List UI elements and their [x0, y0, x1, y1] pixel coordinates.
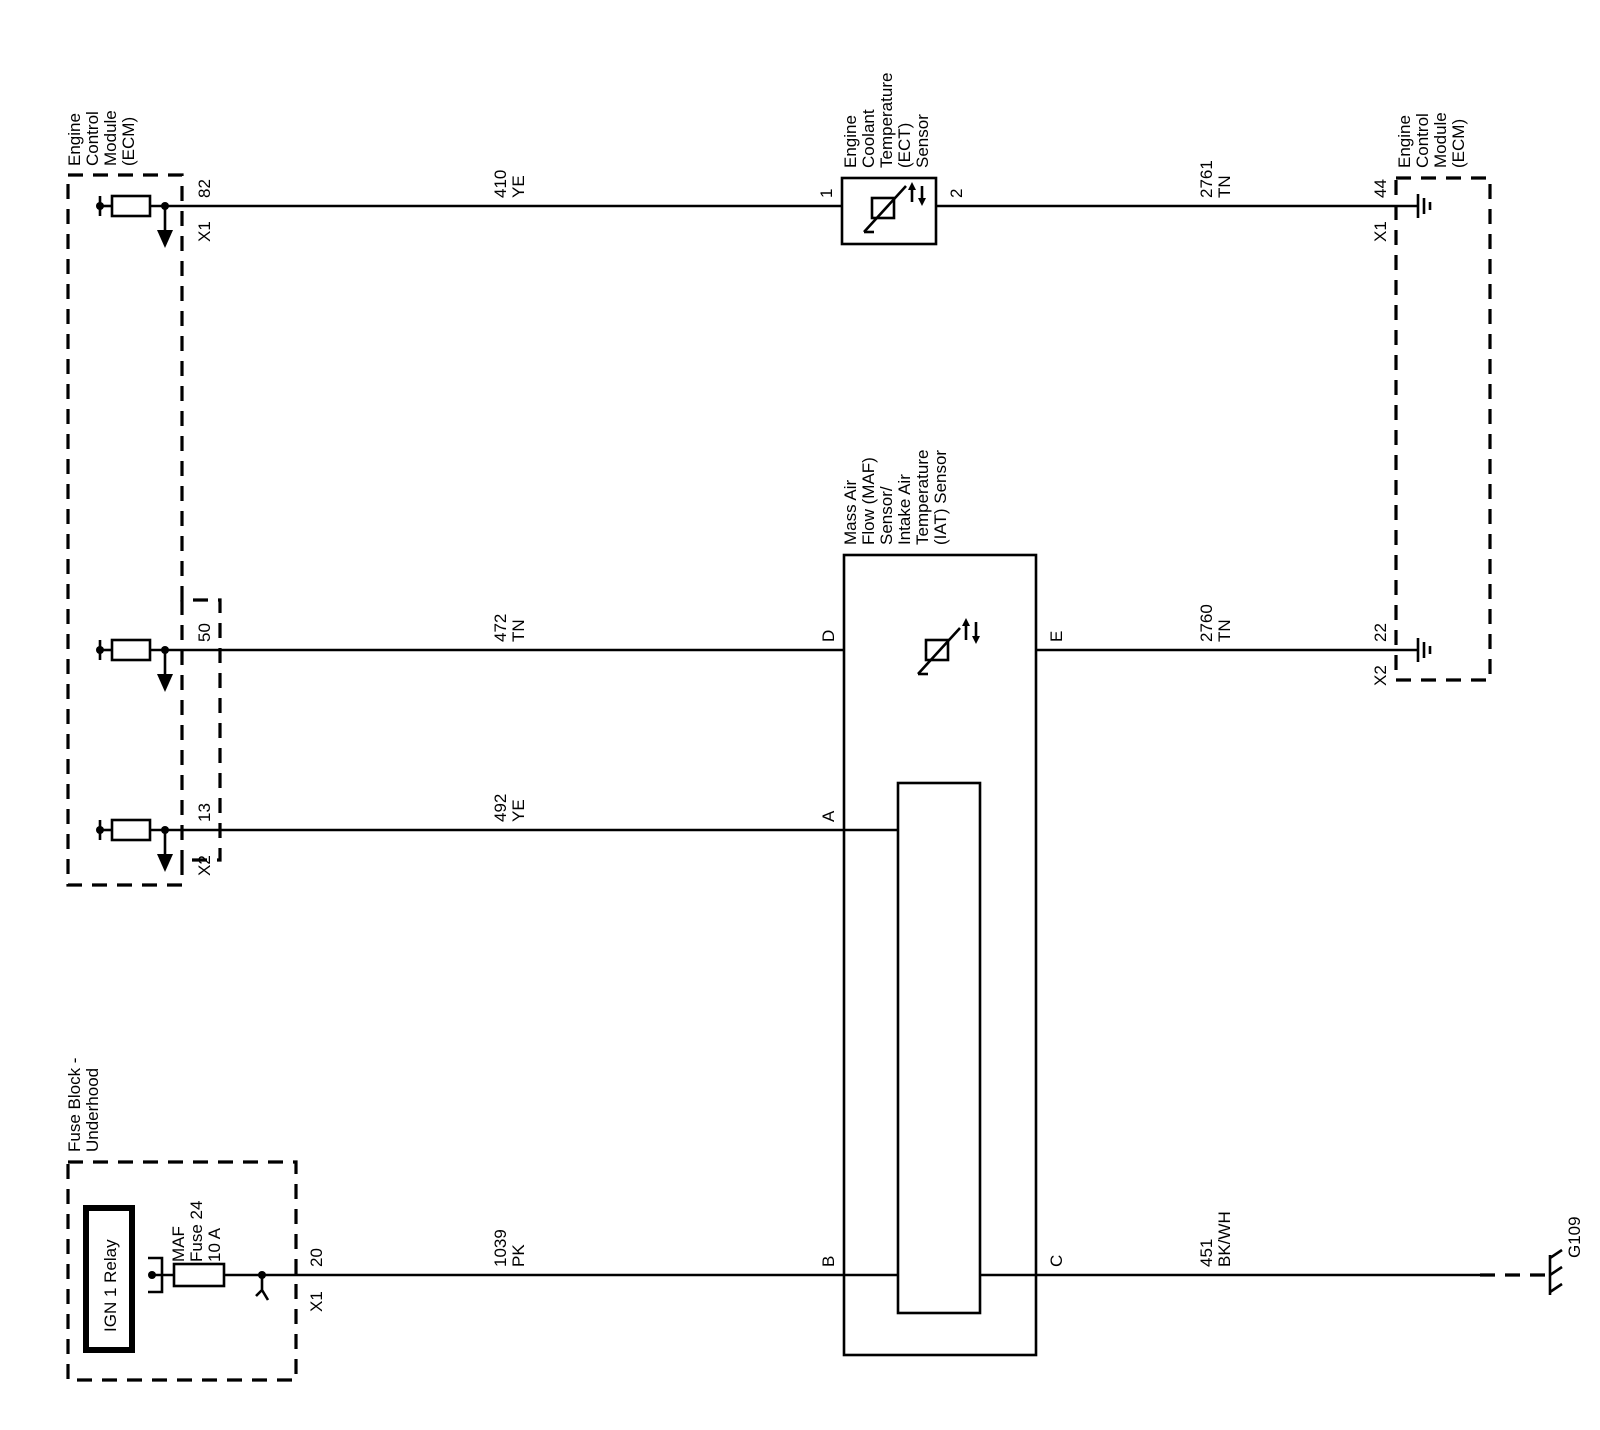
pin-maf-a: A: [819, 810, 838, 822]
wire-color-code: TN: [509, 619, 528, 642]
ign1-relay-label: IGN 1 Relay: [101, 1239, 120, 1332]
pin-ecm-r-44: 44: [1371, 179, 1390, 198]
ground-g109-label: G109: [1565, 1216, 1584, 1258]
ground-g109-symbol: [1548, 1248, 1563, 1295]
pin-maf-c: C: [1047, 1255, 1066, 1267]
wire-circuit-number: 2760: [1197, 604, 1216, 642]
wire-label-1039: 1039PK: [491, 1229, 528, 1267]
wire-circuit-number: 472: [491, 614, 510, 642]
pin-maf-b: B: [819, 1256, 838, 1267]
conn-ecm-x1: X1: [195, 221, 214, 242]
wire-label-410: 410YE: [491, 170, 528, 198]
pin-maf-d: D: [819, 630, 838, 642]
wire-circuit-number: 451: [1197, 1239, 1216, 1267]
wire-color-code: BK/WH: [1215, 1211, 1234, 1267]
ecm-pull-resistor-13: [96, 818, 182, 872]
pin-ect-2: 2: [947, 189, 966, 198]
wire-circuit-number: 492: [491, 794, 510, 822]
label-layer: EngineControlModule(ECM) EngineCoolantTem…: [65, 73, 1584, 1332]
ecm-pull-resistor-50: [96, 638, 182, 692]
wire-circuit-number: 410: [491, 170, 510, 198]
wire-color-code: YE: [509, 175, 528, 198]
wire-label-492: 492YE: [491, 794, 528, 822]
ecm-right-ground-22: [1396, 638, 1432, 662]
ecm-left-housing: [66, 173, 222, 887]
pin-ecm-82: 82: [195, 179, 214, 198]
wire-label-472: 472TN: [491, 614, 528, 642]
pin-ecm-50: 50: [195, 623, 214, 642]
wire-color-code: YE: [509, 799, 528, 822]
maf-iat-sensor-label: Mass AirFlow (MAF)Sensor/Intake AirTempe…: [841, 450, 950, 545]
ecm-right-housing: [1394, 176, 1492, 682]
maf-fuse-24: [148, 1256, 296, 1301]
ecm-right-label: EngineControlModule(ECM): [1395, 112, 1468, 168]
maf-iat-sensor-symbol: [842, 553, 1038, 1357]
pin-ecm-13: 13: [195, 803, 214, 822]
conn-ecm-r-x1: X1: [1371, 221, 1390, 242]
ign1-relay: [83, 1205, 135, 1353]
fuse-block-label: Fuse Block -Underhood: [65, 1058, 102, 1152]
pin-maf-e: E: [1047, 631, 1066, 642]
wire-circuit-number: 1039: [491, 1229, 510, 1267]
wire-label-2761: 2761TN: [1197, 160, 1234, 198]
ecm-left-label: EngineControlModule(ECM): [65, 110, 138, 166]
pin-ect-1: 1: [817, 189, 836, 198]
wire-label-2760: 2760TN: [1197, 604, 1234, 642]
conn-ecm-x2: X2: [195, 855, 214, 876]
wire-color-code: TN: [1215, 619, 1234, 642]
wire-color-code: TN: [1215, 175, 1234, 198]
wire-circuit-number: 2761: [1197, 160, 1216, 198]
ecm-pull-resistor-82: [96, 194, 182, 248]
pin-ecm-r-22: 22: [1371, 623, 1390, 642]
conn-ecm-r-x2: X2: [1371, 665, 1390, 686]
ecm-right-ground-44: [1396, 194, 1432, 218]
wire-color-code: PK: [509, 1244, 528, 1267]
ect-sensor-label: EngineCoolantTemperature(ECT)Sensor: [841, 73, 932, 168]
fuse-block-housing: [66, 1160, 298, 1382]
wire-label-451: 451BK/WH: [1197, 1211, 1234, 1267]
conn-fb-x1: X1: [307, 1291, 326, 1312]
pin-fb-20: 20: [307, 1248, 326, 1267]
ect-sensor-symbol: [840, 176, 938, 246]
maf-fuse-label: MAFFuse 2410 A: [169, 1201, 224, 1262]
